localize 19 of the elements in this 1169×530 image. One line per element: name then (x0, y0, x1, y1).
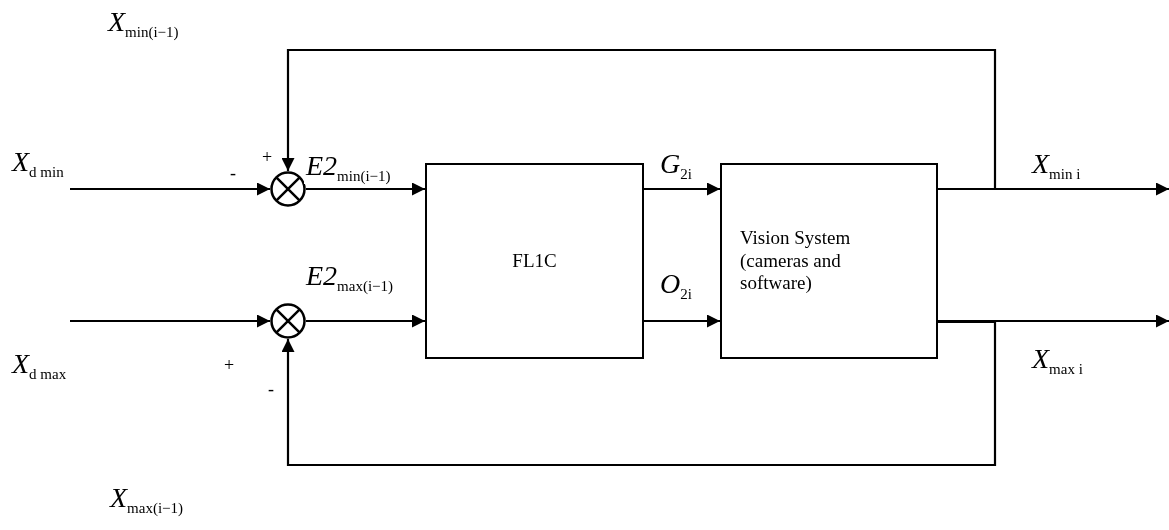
signal-arrow (938, 314, 1169, 328)
sign-label: + (224, 356, 235, 374)
process-box (720, 163, 938, 359)
summing-junction (270, 171, 306, 207)
sign-label: + (262, 148, 273, 166)
sign-label: - (230, 164, 236, 182)
signal-arrow (306, 182, 425, 196)
sign-label: - (268, 380, 274, 398)
process-box (425, 163, 644, 359)
box-label: FL1C (512, 249, 557, 273)
signal-arrow (306, 314, 425, 328)
signal-arrow (644, 314, 720, 328)
signal-arrow (70, 314, 270, 328)
signal-arrow (644, 182, 720, 196)
feedback-arrow (281, 320, 997, 467)
feedback-arrow (281, 48, 997, 191)
summing-junction (270, 303, 306, 339)
signal-arrow (70, 182, 270, 196)
box-label: Vision System (cameras and software) (740, 226, 852, 296)
